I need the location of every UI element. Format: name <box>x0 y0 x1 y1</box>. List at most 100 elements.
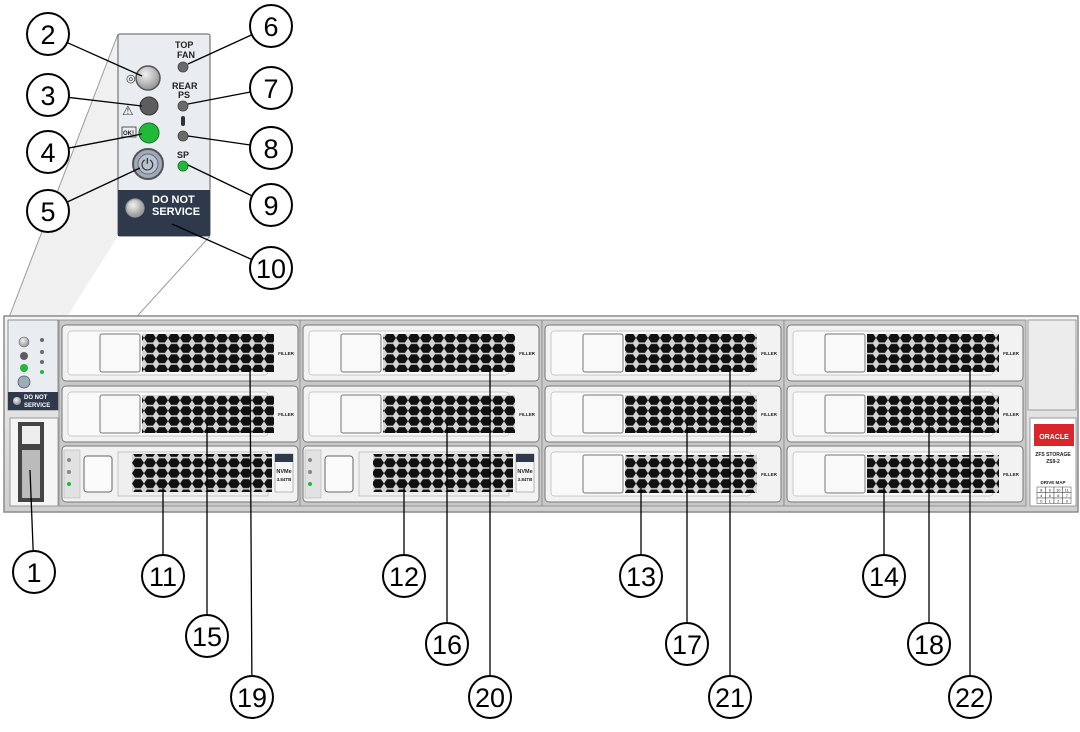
callout-number: 11 <box>149 562 177 592</box>
oracle-logo <box>1034 424 1074 446</box>
callout-circle <box>619 554 663 598</box>
filler-handle[interactable] <box>340 333 382 373</box>
callout-circle <box>249 246 293 290</box>
drive-map-cell <box>1062 497 1072 504</box>
status-panel-enlarged: ◎ ⚠ OK! ⏻ TOP FAN REAR PS SP DO NOT SERV… <box>117 33 211 237</box>
callout-circle <box>862 554 906 598</box>
callout-number: 8 <box>263 134 278 164</box>
right-ear-panel <box>1027 319 1077 411</box>
chassis: DO NOT SERVICE ORACLE ZFS STORAGE ZS9-2 … <box>3 315 1079 513</box>
leader-lines <box>29 34 971 677</box>
rear-ps-label-1: REAR <box>172 81 198 91</box>
callout-number: 4 <box>40 138 55 168</box>
nvme-capacity: 3.84TB <box>277 477 293 482</box>
callout-number: 17 <box>672 630 702 660</box>
drive-latch[interactable] <box>324 455 354 493</box>
callout-number: 21 <box>715 683 745 713</box>
leader-line <box>187 164 253 197</box>
leader-line <box>187 91 251 105</box>
filler-label: FILLER <box>1003 412 1019 417</box>
filler-panel[interactable]: FILLER <box>786 324 1024 382</box>
callout-number: 14 <box>869 562 899 592</box>
callout-number: 15 <box>192 622 222 652</box>
ok-label: OK! <box>123 131 134 137</box>
leader-line <box>187 34 253 65</box>
filler-panel[interactable]: FILLER <box>544 385 782 443</box>
filler-panel[interactable]: FILLER <box>61 324 299 382</box>
drive-map-cell-label: 9 <box>1049 488 1051 492</box>
filler-handle[interactable] <box>582 454 624 494</box>
filler-handle[interactable] <box>582 333 624 373</box>
small-dns-label-2: SERVICE <box>24 403 50 409</box>
warning-icon: ⚠ <box>122 103 134 118</box>
locator-button[interactable] <box>135 65 161 91</box>
callout-number: 6 <box>263 12 278 42</box>
drive-map-cell-label: 4 <box>1040 494 1042 498</box>
model-name-2: ZS9-2 <box>1046 459 1060 465</box>
filler-handle[interactable] <box>99 333 141 373</box>
drive-map-cell-label: 5 <box>1049 494 1051 498</box>
filler-vent <box>625 395 757 433</box>
callout-number: 1 <box>26 558 41 588</box>
filler-panel[interactable]: FILLER <box>302 385 540 443</box>
callout-circle <box>468 675 512 719</box>
callout-circle <box>948 675 992 719</box>
callout-number: 9 <box>263 191 278 221</box>
drive-map-cell-label: 11 <box>1065 488 1069 492</box>
leader-line <box>68 96 143 107</box>
top-fan-led <box>177 61 189 73</box>
filler-handle[interactable] <box>582 394 624 434</box>
filler-label: FILLER <box>519 351 535 356</box>
leader-line <box>68 133 143 149</box>
nvme-label: NVMe <box>517 469 532 475</box>
callout-circle <box>249 66 293 110</box>
filler-handle[interactable] <box>99 394 141 434</box>
filler-panel[interactable]: FILLER <box>544 445 782 503</box>
filler-label: FILLER <box>761 472 777 477</box>
callout-circle <box>185 614 229 658</box>
filler-panel[interactable]: FILLER <box>544 324 782 382</box>
leader-line <box>66 41 143 77</box>
filler-label: FILLER <box>1003 351 1019 356</box>
filler-handle[interactable] <box>824 333 866 373</box>
leader-line <box>249 365 253 677</box>
drive-vent <box>132 454 272 492</box>
filler-vent <box>142 395 274 433</box>
drive-map-cell-label: 6 <box>1057 494 1059 498</box>
power-ok-led <box>138 122 160 144</box>
callout-number: 22 <box>955 683 985 713</box>
filler-vent <box>867 395 999 433</box>
callout-circle <box>141 554 185 598</box>
callout-number: 13 <box>626 562 656 592</box>
drive-map-cell-label: 0 <box>1040 499 1042 503</box>
power-icon: ⏻ <box>141 157 154 174</box>
filler-panel[interactable]: FILLER <box>302 324 540 382</box>
filler-handle[interactable] <box>824 394 866 434</box>
filler-vent <box>867 334 999 372</box>
callout-number: 19 <box>237 683 267 713</box>
drive-latch[interactable] <box>83 455 113 493</box>
filler-vent <box>867 455 999 493</box>
callout-number: 12 <box>389 562 419 592</box>
filler-panel[interactable]: FILLER <box>786 445 1024 503</box>
filler-panel[interactable]: FILLER <box>61 385 299 443</box>
callout-circle <box>708 675 752 719</box>
overtemp-led <box>177 130 189 142</box>
drive-vent <box>373 454 513 492</box>
callout-number: 7 <box>263 74 278 104</box>
leader-line <box>171 223 253 261</box>
callout-number: 20 <box>475 683 505 713</box>
drive-map-cell-label: 3 <box>1066 499 1068 503</box>
filler-panel[interactable]: FILLER <box>786 385 1024 443</box>
callout-circle <box>665 622 709 666</box>
callout-circle <box>26 12 70 56</box>
filler-handle[interactable] <box>340 394 382 434</box>
drive-bays: FILLERFILLERNVMe3.84TBFILLERFILLERNVMe3.… <box>58 319 1027 507</box>
service-required-led <box>139 96 159 116</box>
filler-vent <box>142 334 274 372</box>
filler-handle[interactable] <box>824 454 866 494</box>
callout-number: 5 <box>40 197 55 227</box>
